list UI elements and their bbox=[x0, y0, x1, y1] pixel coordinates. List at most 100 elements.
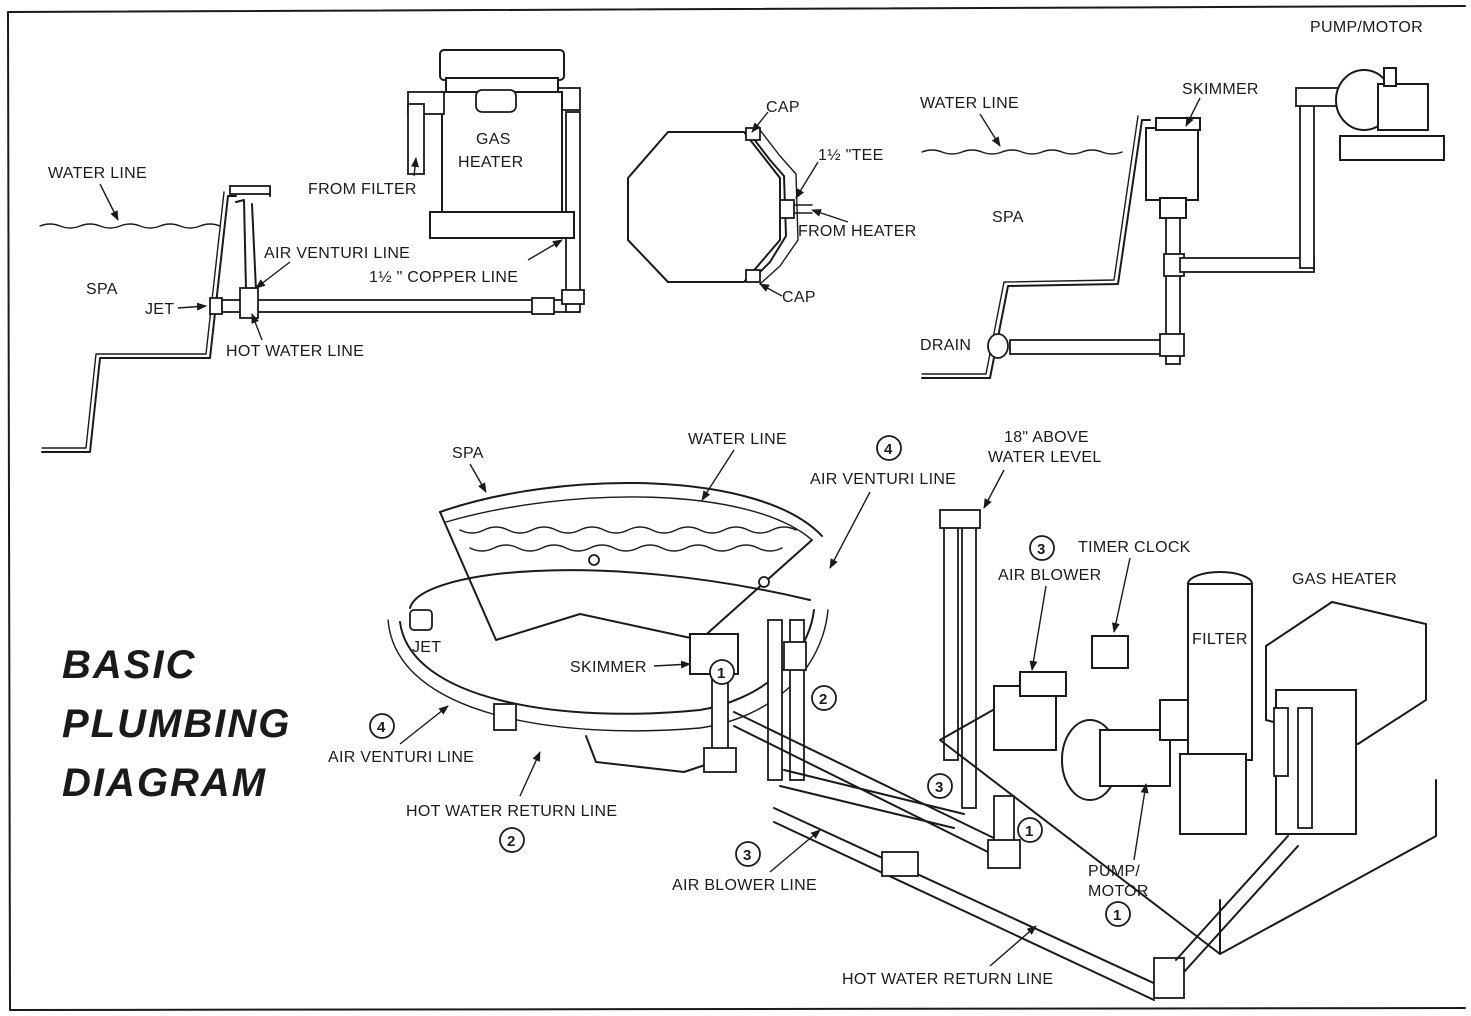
air-blower-line bbox=[779, 769, 965, 829]
line-number-2-riser: 2 bbox=[811, 685, 837, 711]
heater-jet-label: JET bbox=[145, 301, 174, 318]
line-number-3-riser: 3 bbox=[927, 773, 953, 799]
spa-jet-2 bbox=[758, 576, 770, 588]
cap-bottom-fitting bbox=[745, 269, 761, 283]
octagon-from-heater-label: FROM HEATER bbox=[798, 223, 917, 240]
main-air-venturi-left-label: AIR VENTURI LINE bbox=[328, 749, 474, 766]
svg-text:1: 1 bbox=[717, 665, 725, 682]
heater-heater-label: HEATER bbox=[458, 154, 524, 171]
heater-pipe-2 bbox=[1297, 707, 1313, 829]
line-number-4-left: 4 bbox=[369, 713, 395, 739]
spa-sump bbox=[585, 725, 721, 773]
copper-joint bbox=[561, 289, 585, 305]
spa-outer-ring bbox=[409, 569, 811, 609]
spa-wall bbox=[41, 195, 237, 453]
filter-unit bbox=[1179, 571, 1253, 835]
air-venturi-pipe bbox=[231, 189, 271, 291]
main-skimmer-label: SKIMMER bbox=[570, 659, 647, 676]
drain-fitting bbox=[987, 333, 1009, 359]
main-water-line-label: WATER LINE bbox=[688, 431, 787, 448]
hot-water-return-line-bottom bbox=[773, 807, 1161, 1001]
main-pump-motor-1-label: PUMP/ bbox=[1088, 863, 1140, 880]
skimmer-pump-motor bbox=[1335, 67, 1445, 161]
main-air-blower-label: AIR BLOWER bbox=[998, 567, 1101, 584]
skimmer-skimmer-label: SKIMMER bbox=[1182, 81, 1259, 98]
svg-text:3: 3 bbox=[935, 779, 943, 796]
skimmer-spa-label: SPA bbox=[992, 209, 1024, 226]
skimmer-drain-label: DRAIN bbox=[920, 337, 971, 354]
heater-spa-label: SPA bbox=[86, 281, 118, 298]
water-line-wave bbox=[39, 223, 221, 229]
main-above-water-2-label: WATER LEVEL bbox=[988, 449, 1102, 466]
main-hot-water-return-bottom-label: HOT WATER RETURN LINE bbox=[842, 971, 1053, 988]
blower-riser-1 bbox=[943, 517, 959, 761]
main-gas-heater-unit bbox=[1265, 600, 1427, 835]
octagon-cap-bottom-label: CAP bbox=[782, 289, 816, 306]
main-return-joint bbox=[493, 703, 517, 731]
main-above-water-1-label: 18" ABOVE bbox=[1004, 429, 1089, 446]
page-border bbox=[7, 5, 1466, 1011]
blower-line-elbow bbox=[881, 851, 919, 877]
pipe-to-pump-horizontal bbox=[1179, 257, 1315, 273]
blower-riser-2 bbox=[961, 517, 977, 809]
line-number-1-pump: 1 bbox=[1105, 901, 1131, 927]
pipe-joint-1 bbox=[239, 287, 259, 319]
main-spa-label: SPA bbox=[452, 445, 484, 462]
svg-text:4: 4 bbox=[884, 441, 893, 458]
spa-water-line bbox=[459, 526, 797, 534]
skimmer-water-line-wave bbox=[921, 149, 1123, 155]
pipe-to-pump-elbow bbox=[1295, 87, 1341, 107]
main-jet-label: JET bbox=[412, 639, 441, 656]
drain-elbow bbox=[1159, 333, 1185, 357]
svg-text:1: 1 bbox=[1025, 823, 1033, 840]
pipe-joint-2 bbox=[531, 297, 555, 315]
pump-suction-line bbox=[733, 711, 1003, 857]
main-filter-label: FILTER bbox=[1192, 631, 1248, 648]
line-number-3-label: 3 bbox=[735, 841, 761, 867]
skimmer-body bbox=[1145, 117, 1201, 219]
svg-text:2: 2 bbox=[507, 833, 515, 850]
pipe-to-pump-vertical bbox=[1299, 95, 1315, 269]
line-number-4-top: 4 bbox=[876, 435, 902, 461]
line-number-3-blower: 3 bbox=[1029, 535, 1055, 561]
octagon-cap-top-label: CAP bbox=[766, 99, 800, 116]
main-timer-clock-label: TIMER CLOCK bbox=[1078, 539, 1191, 556]
venturi-riser-joint bbox=[783, 641, 807, 671]
heater-hot-water-line-label: HOT WATER LINE bbox=[226, 343, 364, 360]
line-number-2-label: 2 bbox=[499, 827, 525, 853]
svg-text:4: 4 bbox=[377, 719, 386, 736]
main-pump-motor-2-label: MOTOR bbox=[1088, 883, 1149, 900]
heater-copper-line-label: 1½ " COPPER LINE bbox=[369, 269, 518, 286]
svg-text:1: 1 bbox=[1113, 907, 1121, 924]
octagon-spa-outline bbox=[627, 131, 781, 283]
equipment-pad bbox=[939, 705, 1437, 955]
main-gas-heater-label: GAS HEATER bbox=[1292, 571, 1397, 588]
pump-discharge-elbow bbox=[987, 839, 1021, 869]
jet-fitting bbox=[209, 297, 223, 315]
skimmer-spa-wall-outer bbox=[921, 115, 1139, 375]
svg-text:3: 3 bbox=[743, 847, 751, 864]
heater-from-filter-label: FROM FILTER bbox=[308, 181, 417, 198]
heater-gas-label: GAS bbox=[476, 131, 511, 148]
timer-clock-unit bbox=[1091, 635, 1129, 669]
heater-section-detail: WATER LINE SPA JET AIR VENTURI LINE HOT … bbox=[39, 49, 585, 453]
venturi-cap bbox=[229, 185, 271, 195]
spa-water-line-2 bbox=[469, 544, 783, 552]
from-heater-pipe bbox=[793, 204, 813, 214]
main-jet-fitting bbox=[409, 609, 433, 631]
tee-fitting bbox=[779, 199, 795, 219]
main-perspective-drawing: 1 1 1 2 2 3 3 3 4 4 SPA WATER LINE AIR V… bbox=[328, 429, 1437, 1001]
svg-text:3: 3 bbox=[1037, 541, 1045, 558]
pump-motor-unit bbox=[1061, 699, 1191, 801]
spa-rim-back-inner bbox=[445, 496, 813, 541]
main-air-venturi-top-label: AIR VENTURI LINE bbox=[810, 471, 956, 488]
octagon-pipe-inner bbox=[759, 129, 799, 285]
line-number-1-skimmer: 1 bbox=[709, 659, 735, 685]
main-skimmer-elbow bbox=[703, 747, 737, 773]
hot-water-pipe bbox=[221, 299, 579, 313]
spa-inner-wall bbox=[439, 511, 813, 641]
heater-pipe-1 bbox=[1273, 707, 1289, 777]
skimmer-spa-wall bbox=[921, 119, 1151, 379]
spa-wall-outer bbox=[41, 191, 225, 449]
